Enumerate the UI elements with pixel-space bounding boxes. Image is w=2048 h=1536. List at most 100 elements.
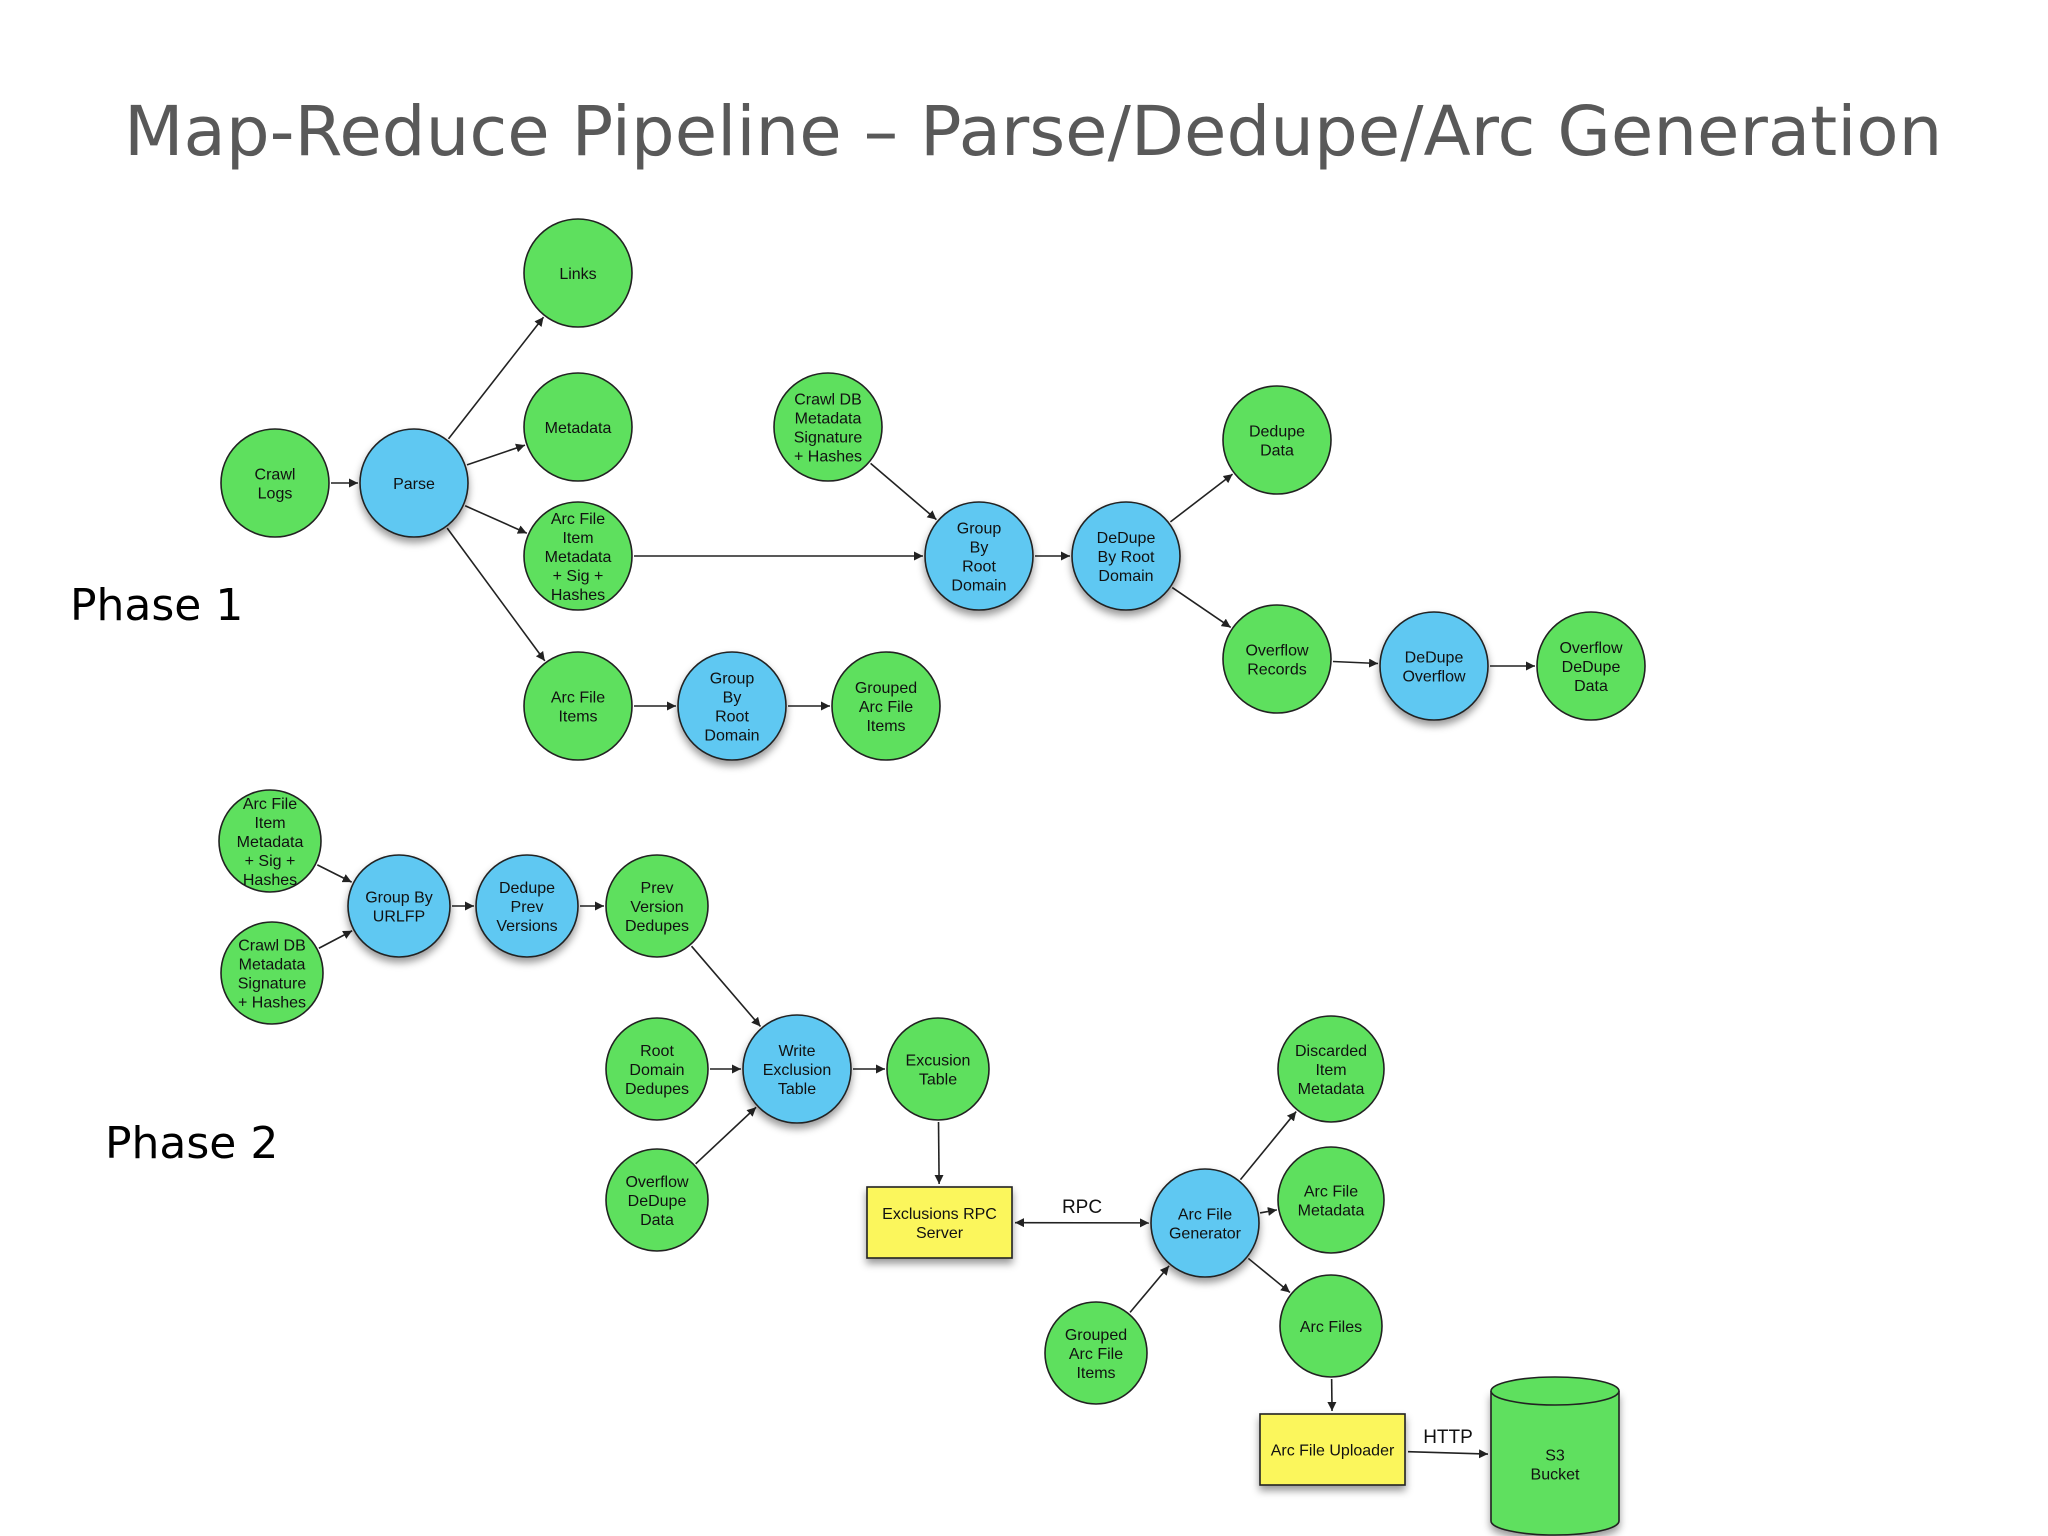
edge-parse-to-arc-file-items <box>446 527 546 662</box>
node-parse: Parse <box>359 428 469 538</box>
s3-bucket-body <box>1490 1391 1620 1536</box>
arc-item-meta-2-circle <box>218 789 322 893</box>
edge-label-rpc: RPC <box>1062 1197 1102 1218</box>
dedupe-overflow-circle <box>1379 611 1489 721</box>
overflow-dedupe-data-2-circle <box>605 1148 709 1252</box>
phase-1-label: Phase 1 <box>70 580 244 631</box>
group-urlfp-circle <box>347 854 451 958</box>
node-links: Links <box>523 218 633 328</box>
grouped-arc-items-1-circle <box>831 651 941 761</box>
edge-arc-uploader-to-s3-bucket <box>1407 1449 1489 1459</box>
parse-circle <box>359 428 469 538</box>
edge-parse-to-links <box>447 316 545 440</box>
slide-title: Map-Reduce Pipeline – Parse/Dedupe/Arc G… <box>124 92 1943 172</box>
parse-label: Parse <box>393 476 435 493</box>
grouped-arc-items-2-circle <box>1044 1301 1148 1405</box>
arc-generator-circle <box>1150 1168 1260 1278</box>
overflow-records-circle <box>1222 604 1332 714</box>
crawldb-1-circle <box>773 372 883 482</box>
discarded-meta-circle <box>1277 1015 1385 1123</box>
edge-dedupe-root-to-dedupe-data <box>1169 473 1234 523</box>
edge-crawldb-2-to-group-urlfp <box>318 930 353 949</box>
edge-overflow-records-to-dedupe-overflow <box>1332 658 1379 668</box>
arc-files-circle <box>1279 1274 1383 1378</box>
root-domain-dedupes-circle <box>605 1017 709 1121</box>
edges-layer: RPC HTTP <box>316 316 1535 1459</box>
edge-overflow-dedupe-data-2-to-write-exclusion <box>695 1106 757 1165</box>
arc-uploader-label: Arc File Uploader <box>1271 1443 1395 1460</box>
edge-prev-version-dedupes-to-write-exclusion <box>690 945 762 1028</box>
overflow-dedupe-data-1-circle <box>1536 611 1646 721</box>
prev-version-dedupes-circle <box>605 854 709 958</box>
write-exclusion-circle <box>742 1014 852 1124</box>
exclusions-rpc-box <box>866 1186 1013 1259</box>
arc-file-items-circle <box>523 651 633 761</box>
crawldb-2-circle <box>220 921 324 1025</box>
node-metadata: Metadata <box>523 372 633 482</box>
edge-grouped-arc-items-2-to-arc-generator <box>1129 1265 1170 1313</box>
edge-arc-generator-to-arc-file-meta <box>1259 1207 1278 1216</box>
links-circle <box>523 218 633 328</box>
edge-excusion-table-to-exclusions-rpc <box>934 1121 944 1185</box>
edge-parse-to-arc-item-meta-1 <box>464 505 528 534</box>
arc-uploader-box <box>1259 1413 1406 1486</box>
arc-file-meta-circle <box>1277 1146 1385 1254</box>
edge-arc-item-meta-2-to-group-urlfp <box>316 864 353 883</box>
arc-item-meta-1-circle <box>523 501 633 611</box>
metadata-circle <box>523 372 633 482</box>
edge-label-http: HTTP <box>1423 1427 1473 1448</box>
edge-crawldb-1-to-group-root-2 <box>870 462 937 521</box>
group-root-2-circle <box>924 501 1034 611</box>
node-arc-files: Arc Files <box>1279 1274 1383 1378</box>
arc-files-label: Arc Files <box>1300 1319 1362 1336</box>
group-root-1-circle <box>677 651 787 761</box>
excusion-table-circle <box>886 1017 990 1121</box>
edge-arc-generator-to-arc-files <box>1247 1257 1291 1294</box>
s3-bucket-cap <box>1490 1376 1620 1406</box>
